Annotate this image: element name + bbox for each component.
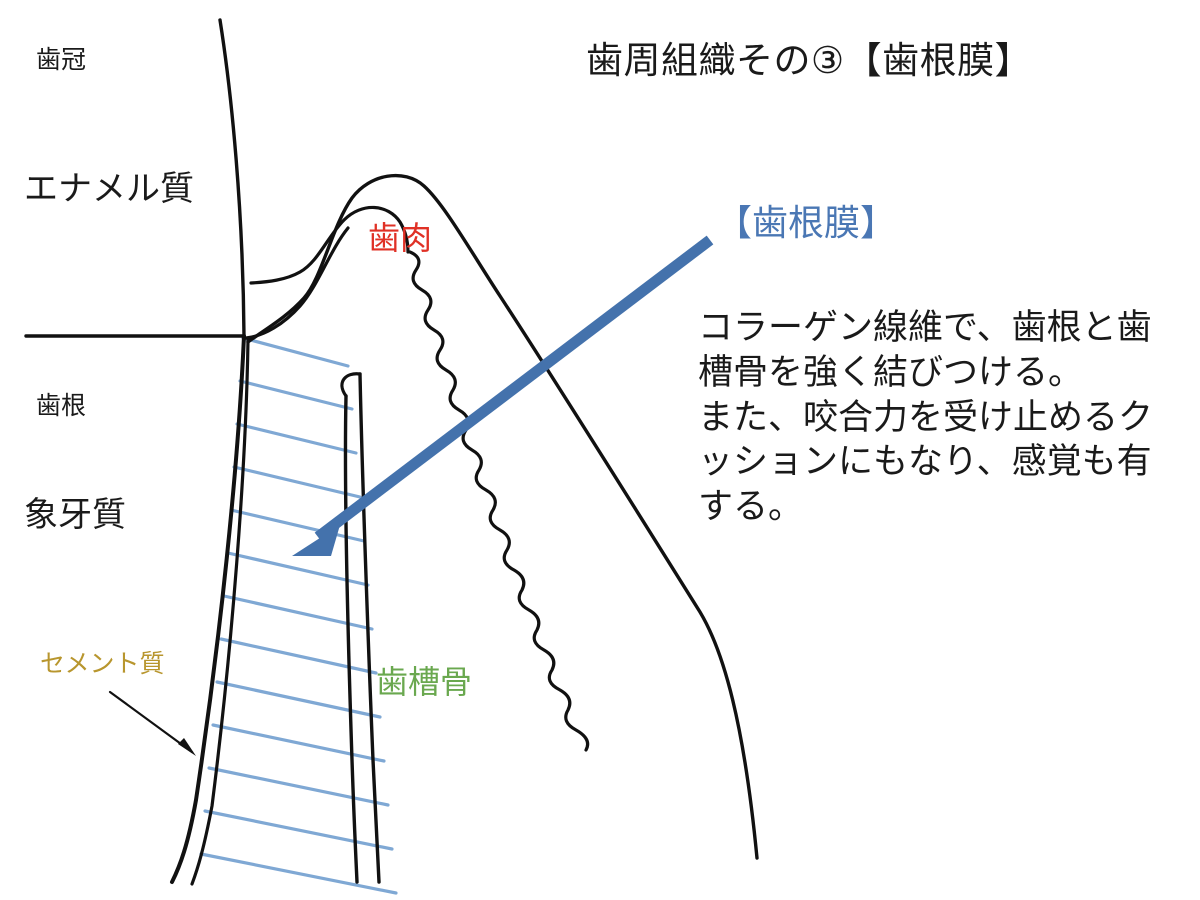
description-paragraph-2: また、咬合力を受け止めるクッションにもなり、感覚も有する。 [698,397,1154,527]
alveolar-bone-socket-wall-right [358,372,381,884]
periodontal-ligament-callout-arrow [292,235,714,556]
periodontal-ligament-description: コラーゲン線維で、歯根と歯槽骨を強く結びつける。 また、咬合力を受け止めるクッシ… [698,306,1178,530]
cementum-pointer-arrow [108,690,196,756]
alveolar-bone-socket-wall [340,372,362,398]
label-dentin: 象牙質 [24,496,126,534]
label-enamel: エナメル質 [24,170,194,208]
gingiva-wavy-contour [408,250,590,752]
label-root: 歯根 [36,392,87,420]
label-crown: 歯冠 [36,46,87,74]
periodontal-ligament-hatching [199,336,398,895]
gingiva-attachment-curve [244,226,350,340]
root-cementum-outline [170,334,246,884]
gingiva-inner-contour [249,205,410,285]
root-dentin-outline [190,338,250,886]
description-paragraph-1: コラーゲン線維で、歯根と歯槽骨を強く結びつける。 [698,308,1152,392]
tooth-crown-outline [218,18,246,338]
gingiva-outer-contour [246,173,759,860]
page-title: 歯周組織その③【歯根膜】 [586,40,1033,81]
alveolar-bone-socket-wall-left [343,394,359,884]
label-alveolar-bone: 歯槽骨 [376,664,473,700]
label-cementum: セメント質 [40,650,165,678]
periodontal-ligament-heading: 【歯根膜】 [716,202,897,243]
label-gingiva: 歯肉 [368,220,433,256]
